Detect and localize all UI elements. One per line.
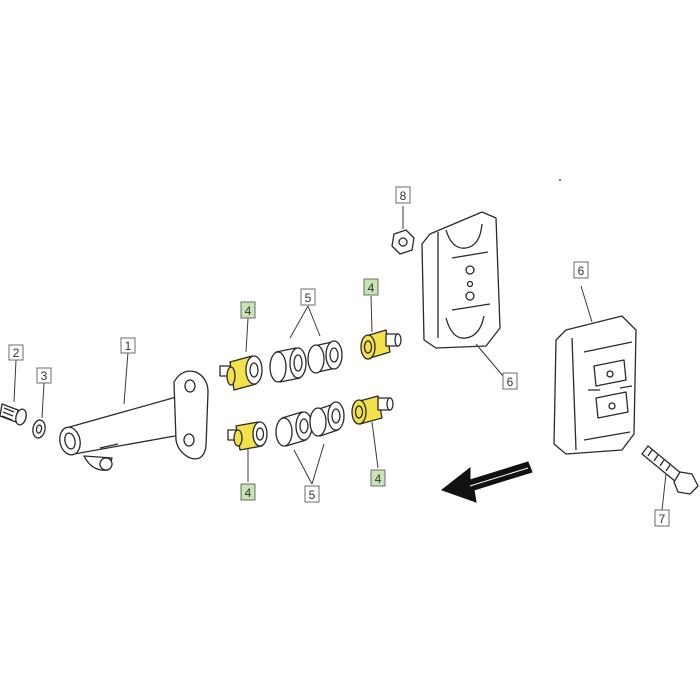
leader-5-top-b	[307, 305, 321, 337]
svg-text:1: 1	[125, 339, 132, 353]
callout-2: 2	[8, 344, 24, 361]
callout-5-top: 5	[300, 288, 316, 306]
leader-5-bottom-b	[311, 443, 325, 485]
sleeve-part-5-top-b	[307, 340, 343, 374]
leader-2	[13, 359, 17, 403]
bushing-part-4-bottom-left	[227, 421, 268, 451]
callout-3: 3	[36, 367, 52, 384]
callout-8: 8	[395, 186, 411, 204]
bushing-part-4-top-left	[219, 355, 263, 391]
callout-7: 7	[654, 509, 670, 527]
nut-part-8	[391, 229, 415, 255]
svg-text:4: 4	[375, 472, 382, 486]
leader-6-left	[475, 343, 504, 377]
stray-dot	[559, 179, 561, 181]
sleeve-part-5-bottom-b	[309, 401, 345, 437]
callout-4-top-left: 4	[240, 301, 256, 319]
svg-text:7: 7	[659, 512, 666, 526]
sleeve-part-5-top-a	[269, 347, 307, 383]
svg-text:8: 8	[400, 189, 407, 203]
clamp-block-part-6-left	[421, 211, 501, 349]
svg-text:4: 4	[245, 486, 252, 500]
leader-5-bottom-a	[293, 449, 313, 485]
housing-part-1	[59, 370, 209, 471]
leader-4-top-right	[370, 295, 373, 333]
callout-6-left: 6	[502, 372, 518, 390]
direction-arrow-icon	[440, 461, 533, 503]
leader-4-top-left	[245, 317, 249, 353]
clamp-block-part-6-right	[553, 315, 637, 455]
callout-4-bottom-left: 4	[240, 483, 256, 501]
svg-text:2: 2	[13, 346, 20, 360]
screw-part-2	[0, 403, 27, 426]
sleeve-part-5-bottom-a	[275, 411, 313, 447]
leader-6-right	[580, 285, 593, 323]
leader-5-top-a	[289, 305, 309, 339]
svg-text:6: 6	[507, 375, 514, 389]
leader-7	[661, 473, 667, 511]
bushing-part-4-bottom-right	[351, 395, 394, 425]
bushing-part-4-top-right	[360, 329, 402, 360]
callout-1: 1	[120, 337, 136, 354]
leader-4-bottom-right	[371, 421, 379, 469]
leader-1	[123, 351, 129, 405]
svg-text:5: 5	[309, 488, 316, 502]
leader-3	[41, 382, 45, 419]
svg-text:4: 4	[368, 281, 375, 295]
svg-text:6: 6	[578, 264, 585, 278]
callout-6-right: 6	[573, 261, 589, 279]
washer-part-3	[32, 419, 46, 439]
svg-text:3: 3	[41, 369, 48, 383]
callout-4-bottom-right: 4	[370, 469, 386, 487]
callout-4-top-right: 4	[363, 278, 379, 296]
svg-text:5: 5	[305, 291, 312, 305]
svg-text:4: 4	[245, 304, 252, 318]
callout-5-bottom: 5	[304, 485, 320, 503]
bolt-part-7	[641, 445, 699, 495]
